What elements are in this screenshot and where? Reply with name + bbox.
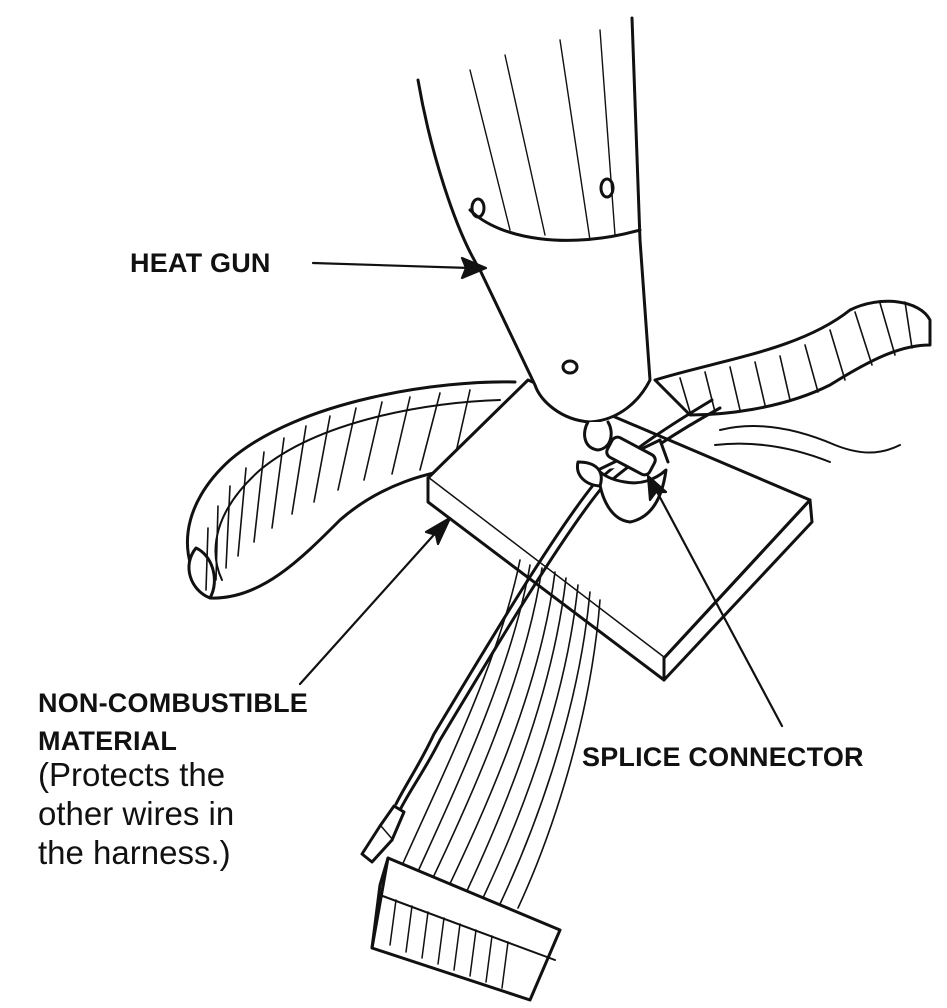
non-combustible-plate (426, 378, 814, 682)
left-harness-tube (185, 380, 517, 600)
right-harness-tube (653, 299, 932, 463)
leader-arrows (298, 256, 784, 728)
label-non-combustible-line1: NON-COMBUSTIBLE (38, 688, 308, 718)
label-heat-gun: HEAT GUN (130, 248, 271, 278)
label-protects-line1: (Protects the (38, 756, 226, 793)
label-protects-line3: the harness.) (38, 834, 231, 871)
harness-connector (370, 856, 562, 1002)
label-splice-connector: SPLICE CONNECTOR (582, 742, 864, 772)
splice-connector-part (575, 435, 670, 524)
label-non-combustible-line2: MATERIAL (38, 726, 178, 756)
wire-bundle (399, 559, 601, 909)
label-protects-line2: other wires in (38, 795, 235, 832)
heat-gun (416, 16, 652, 452)
